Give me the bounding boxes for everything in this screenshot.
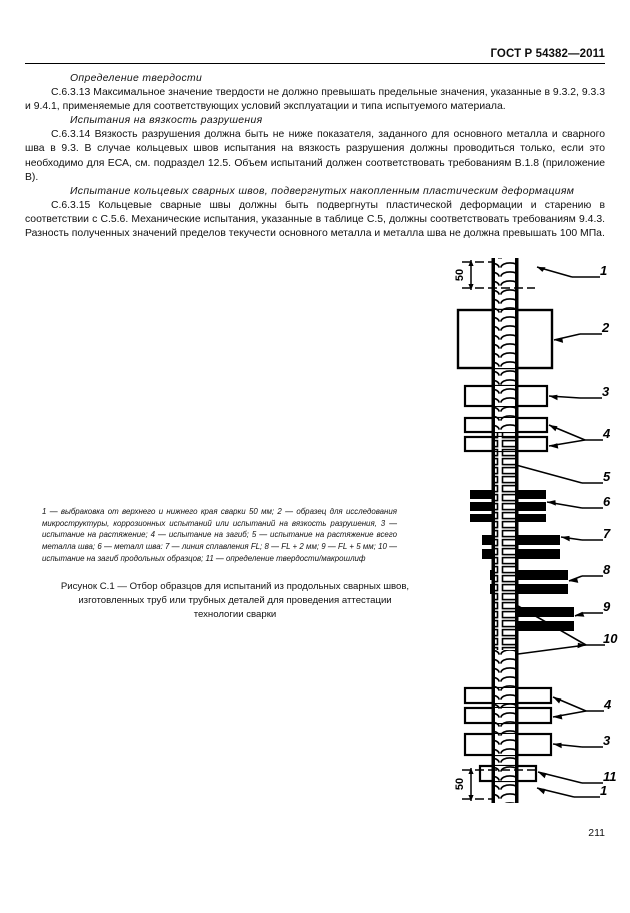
figure-caption-line-2: изготовленных труб или трубных деталей д… (78, 595, 392, 606)
callout-label-2: 2 (601, 320, 610, 335)
callout-label-3-lower: 3 (603, 733, 611, 748)
figure-legend: 1 — выбраковка от верхнего и нижнего кра… (42, 507, 397, 563)
figure-caption: Рисунок С.1 — Отбор образцов для испытан… (35, 580, 435, 622)
body-text: Определение твердости С.6.3.13 Максималь… (25, 72, 605, 241)
callout-label-10: 10 (603, 631, 618, 646)
specimen-bar-4a (463, 416, 549, 434)
page-number: 211 (588, 827, 605, 839)
specimen-bar-4b (463, 435, 549, 453)
standard-number: ГОСТ Р 54382—2011 (490, 48, 605, 60)
callout-leader-10 (517, 605, 605, 655)
paragraph-c6314: С.6.3.14 Вязкость разрушения должна быть… (25, 129, 605, 183)
figure-caption-line-3: технологии сварки (193, 609, 277, 620)
dimension-bottom: 50 (454, 768, 535, 801)
callout-label-5: 5 (603, 469, 611, 484)
callout-leader-4-lower (552, 696, 604, 720)
figure-caption-line-1: Рисунок С.1 — Отбор образцов для испытан… (60, 581, 410, 592)
callout-leader-9 (574, 611, 603, 617)
callout-label-4: 4 (602, 426, 611, 441)
callout-leader-5 (515, 464, 603, 484)
seam-overlay-8 (491, 566, 519, 598)
specimen-block-2 (456, 308, 554, 370)
callout-leader-6 (546, 500, 603, 509)
dimension-top: 50 (454, 260, 535, 290)
paragraph-c6313: С.6.3.13 Максимальное значение твердости… (25, 87, 605, 113)
specimen-bar-3 (463, 384, 549, 408)
callout-leader-8 (568, 575, 603, 583)
paragraph-c6315: С.6.3.15 Кольцевые сварные швы должны бы… (25, 199, 605, 240)
specimen-bar-8b (490, 584, 568, 594)
weld-sampling-diagram: 50 (454, 258, 618, 803)
callout-label-7: 7 (603, 526, 611, 541)
callout-label-4-lower: 4 (603, 697, 612, 712)
dimension-bottom-value: 50 (454, 778, 466, 790)
page-header: ГОСТ Р 54382—2011 (0, 44, 630, 62)
specimen-bar-9b (498, 621, 574, 631)
specimen-bar-3-lower (463, 732, 553, 757)
callout-leader-3 (548, 394, 602, 401)
callout-label-8: 8 (603, 562, 611, 577)
callout-label-3: 3 (602, 384, 610, 399)
callout-leader-11 (537, 771, 603, 784)
callout-label-1-lower: 1 (600, 783, 607, 798)
callout-leader-4 (548, 424, 603, 449)
specimen-bar-4c (463, 686, 553, 705)
specimen-bar-8a (490, 570, 568, 580)
specimen-bar-4d (463, 706, 553, 725)
seam-overlay-9 (491, 603, 519, 635)
callout-label-1: 1 (600, 263, 607, 278)
callout-leader-3-lower (552, 742, 603, 749)
callout-label-9: 9 (603, 599, 611, 614)
callout-leader-1 (536, 266, 600, 278)
header-divider (25, 63, 605, 64)
specimen-bar-9a (498, 607, 574, 617)
callout-label-6: 6 (603, 494, 611, 509)
specimen-bar-7a (482, 535, 560, 545)
callout-leader-7 (560, 535, 603, 542)
callout-leader-1-lower (536, 787, 600, 798)
callout-leader-2 (553, 333, 602, 343)
section-subheading-hardness: Определение твердости (70, 73, 203, 84)
seam-overlay-7 (491, 532, 519, 562)
dimension-top-value: 50 (454, 269, 466, 281)
callout-labels: 1 2 3 4 5 6 7 8 9 10 4 3 11 1 (600, 263, 618, 798)
section-subheading-girth-welds: Испытание кольцевых сварных швов, подвер… (70, 185, 575, 197)
specimen-bar-11 (478, 764, 538, 783)
callout-label-11: 11 (603, 769, 617, 784)
section-subheading-toughness: Испытания на вязкость разрушения (70, 115, 263, 127)
specimen-bar-7b (482, 549, 560, 559)
specimen-block-6 (470, 486, 546, 526)
figure-c1: 50 (440, 250, 630, 810)
